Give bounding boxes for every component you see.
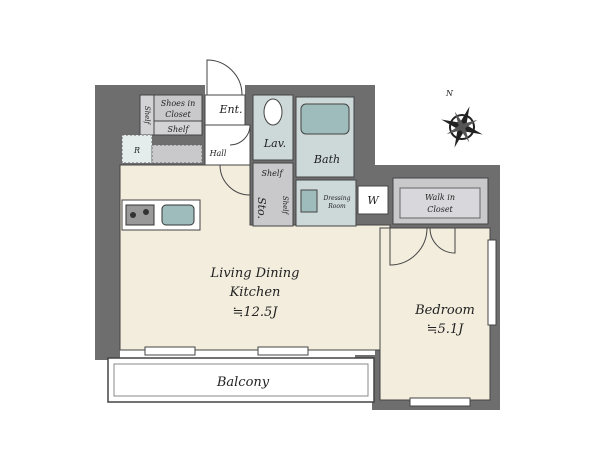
bedroom-size: ≒5.1J — [427, 322, 465, 337]
balcony-label: Balcony — [216, 375, 270, 390]
refrigerator-space — [121, 134, 153, 164]
compass-icon — [441, 106, 483, 148]
bath-label: Bath — [313, 153, 340, 166]
ldk-size: ≒12.5J — [232, 305, 278, 320]
doors — [206, 59, 456, 266]
entry-shelf-side-label: Shelf — [143, 106, 151, 126]
storage-shelf-side-label: Shelf — [281, 196, 289, 216]
washer-space — [357, 185, 389, 215]
entrance — [204, 94, 246, 126]
ldk-label: Living Dining — [210, 266, 300, 281]
windows — [144, 239, 497, 407]
washer-label: W — [367, 194, 380, 207]
ldk-label-2: Kitchen — [229, 285, 281, 300]
lavatory-label: Lav. — [263, 137, 286, 150]
shoes-closet-label-2: Closet — [165, 110, 191, 119]
hall — [204, 124, 251, 166]
walk-in-closet-label: Walk in — [425, 193, 455, 202]
refrigerator-label: R — [133, 146, 140, 155]
bedroom — [379, 227, 491, 401]
compass-north-label: N — [445, 89, 454, 98]
dressing-label: Dressing — [322, 195, 350, 202]
shoes-closet-label: Shoes in — [161, 99, 196, 108]
hall-label: Hall — [209, 149, 227, 158]
walk-in-closet-label-2: Closet — [427, 205, 453, 214]
shoes-shelf-label: Shelf — [168, 125, 191, 134]
storage-label: Sto. — [255, 197, 268, 219]
storage-shelf-label: Shelf — [262, 169, 285, 178]
entrance-label: Ent. — [218, 103, 242, 116]
dressing-label-2: Room — [327, 203, 346, 210]
bedroom-label: Bedroom — [414, 303, 475, 318]
storage — [252, 162, 294, 227]
